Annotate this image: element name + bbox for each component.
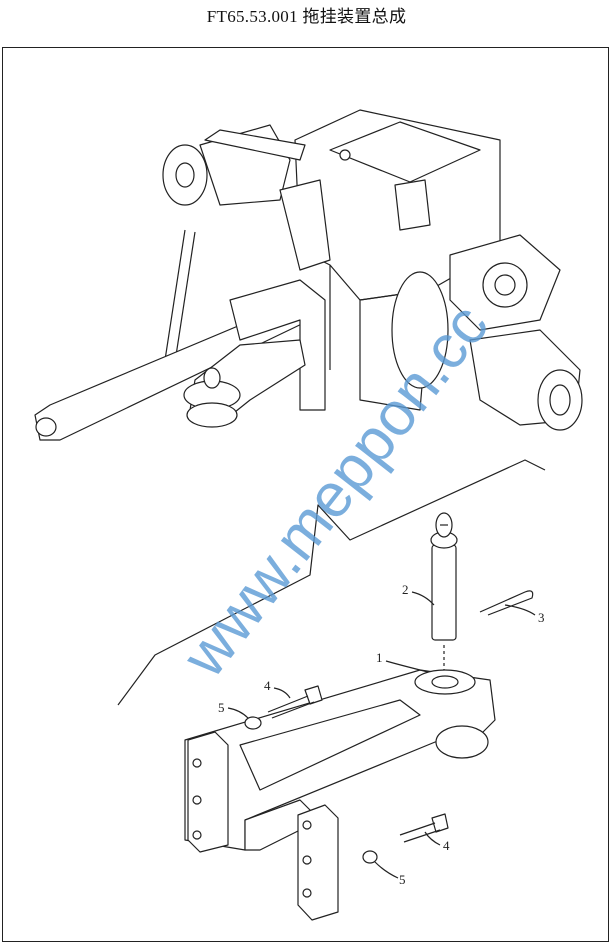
bolt-lower [399, 813, 449, 843]
washer-upper [244, 716, 262, 730]
page-title: FT65.53.001 拖挂装置总成 [206, 7, 407, 26]
leader-lines [227, 591, 536, 879]
bolt-upper [267, 685, 323, 719]
callout-3: 3 [538, 610, 545, 625]
callout-4-upper: 4 [264, 678, 271, 693]
tractor-rear-assembly [34, 109, 583, 441]
callout-4-lower: 4 [443, 838, 450, 853]
callout-5-lower: 5 [399, 872, 406, 887]
callout-1: 1 [376, 650, 383, 665]
drawing-frame [2, 47, 609, 942]
callout-2: 2 [402, 582, 409, 597]
cotter-pin [479, 590, 534, 616]
drawbar [184, 669, 496, 921]
hitch-pin [430, 512, 458, 641]
callout-5-upper: 5 [218, 700, 225, 715]
washer-lower [362, 850, 378, 864]
break-line [117, 459, 546, 706]
